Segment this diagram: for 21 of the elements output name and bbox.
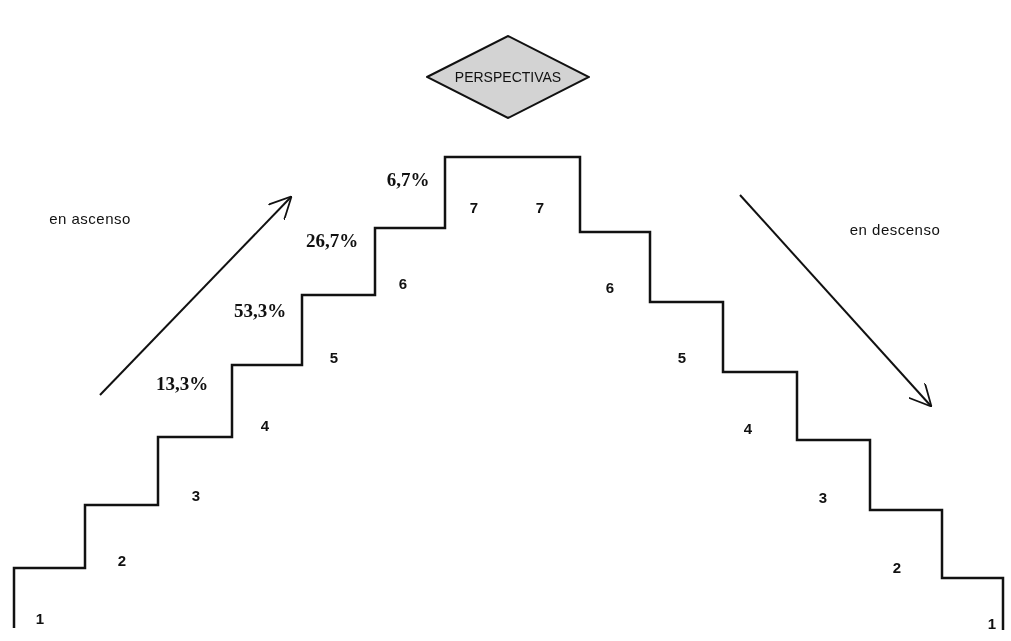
direction-label: en descenso bbox=[849, 220, 941, 238]
step-number: 1 bbox=[35, 609, 45, 627]
step-number: 3 bbox=[818, 488, 828, 506]
step-number: 2 bbox=[892, 558, 902, 576]
percentage-label: 13,3% bbox=[155, 373, 209, 395]
step-number: 2 bbox=[117, 551, 127, 569]
step-number: 7 bbox=[535, 198, 545, 216]
step-number: 4 bbox=[260, 416, 270, 434]
step-number: 1 bbox=[987, 614, 997, 632]
step-number: 4 bbox=[743, 419, 753, 437]
step-number: 5 bbox=[677, 348, 687, 366]
percentage-label: 26,7% bbox=[305, 230, 359, 252]
step-number: 6 bbox=[605, 278, 615, 296]
step-number: 6 bbox=[398, 274, 408, 292]
step-number: 5 bbox=[329, 348, 339, 366]
step-number: 3 bbox=[191, 486, 201, 504]
direction-label: en ascenso bbox=[49, 209, 131, 227]
percentage-label: 6,7% bbox=[386, 169, 430, 191]
step-number: 7 bbox=[469, 198, 479, 216]
percentage-label: 53,3% bbox=[233, 300, 287, 322]
diamond-label: PERSPECTIVAS bbox=[453, 69, 563, 85]
